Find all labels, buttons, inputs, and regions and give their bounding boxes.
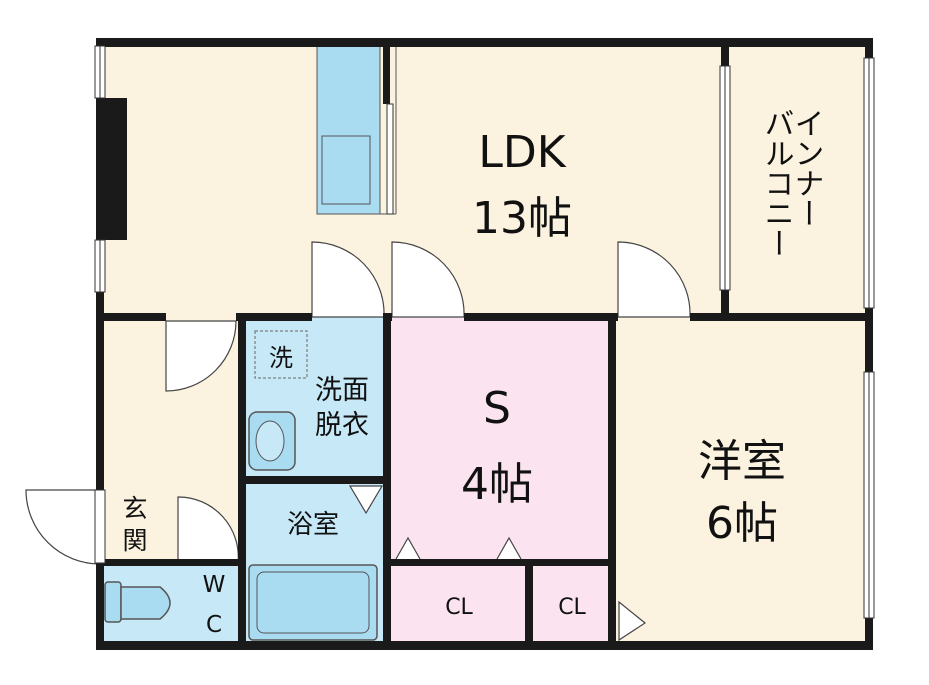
closet2-floor	[529, 564, 612, 645]
door-closet1-left	[395, 536, 421, 560]
washroom-line2: 脱衣	[315, 410, 369, 441]
window-sashes	[99, 46, 870, 618]
door-closet1-right	[496, 536, 522, 560]
wall-mid-e	[690, 313, 873, 321]
wall-kitchen	[383, 46, 390, 104]
service-size: 4帖	[461, 459, 533, 510]
ldk-name: LDK	[478, 127, 566, 178]
wall-wash-bath	[242, 476, 387, 484]
door-swing-ldk-right	[617, 241, 691, 318]
washer-space	[254, 330, 308, 379]
service-name: S	[483, 383, 511, 434]
wall-mid-a	[96, 313, 166, 321]
wall-service-right	[608, 313, 616, 650]
western-room-floor	[612, 317, 869, 645]
door-swing-ldk-left	[311, 241, 385, 318]
wall-bottom	[96, 641, 873, 650]
wall-column	[104, 98, 127, 240]
service-room-floor	[387, 317, 612, 564]
door-swing-entrance	[25, 489, 101, 565]
bathtub-inner	[256, 571, 370, 634]
wall-right	[865, 38, 873, 650]
western-name: 洋室	[698, 436, 786, 487]
closet1-name: CL	[445, 595, 473, 620]
entrance-line2: 関	[122, 526, 147, 555]
wash-bowl	[255, 420, 285, 462]
door-swing-ldk-mid	[391, 241, 465, 318]
wall-mid-b	[236, 313, 312, 321]
window-kitchen-slot	[386, 103, 394, 215]
opening-entrance	[94, 489, 106, 564]
toilet-bowl	[120, 586, 171, 620]
fixtures	[104, 330, 378, 641]
closet2-name: CL	[558, 595, 586, 620]
western-size: 6帖	[706, 498, 778, 549]
balcony-name-col1: インナー	[789, 108, 824, 228]
wall-closets	[525, 559, 533, 650]
wall-top	[96, 38, 873, 47]
washer-mark: 洗	[269, 344, 293, 372]
room-labels: LDK 13帖 インナー バルコニー 洋室 6帖 S 4帖 洗 洗面 脱衣 浴室…	[122, 108, 823, 638]
bath-name: 浴室	[287, 510, 339, 540]
balcony-name-col2: バルコニー	[759, 108, 794, 258]
toilet-tank	[104, 581, 122, 623]
wall-wc-top	[96, 559, 242, 566]
floor-fills	[100, 42, 869, 645]
kitchen-sink	[321, 135, 371, 205]
wall-wash-left	[238, 313, 246, 650]
wc-line1: W	[203, 572, 226, 598]
washroom-line1: 洗面	[315, 375, 369, 406]
closet1-floor	[387, 564, 529, 645]
doors	[25, 241, 691, 642]
ldk-size: 13帖	[472, 193, 572, 244]
balcony-floor	[725, 42, 869, 317]
door-swing-hall	[165, 320, 237, 392]
wall-wash-right	[383, 313, 391, 650]
wall-mid-d	[464, 313, 618, 321]
door-closet2-triangle	[618, 600, 647, 642]
wall-left-lower	[96, 563, 104, 650]
door-bath-triangle	[348, 485, 384, 515]
entrance-line1: 玄	[122, 494, 147, 523]
kitchen-counter	[316, 45, 397, 215]
kitchen-counter-top	[316, 45, 381, 215]
wall-service-bottom	[387, 559, 616, 566]
wc-line2: C	[206, 612, 222, 638]
